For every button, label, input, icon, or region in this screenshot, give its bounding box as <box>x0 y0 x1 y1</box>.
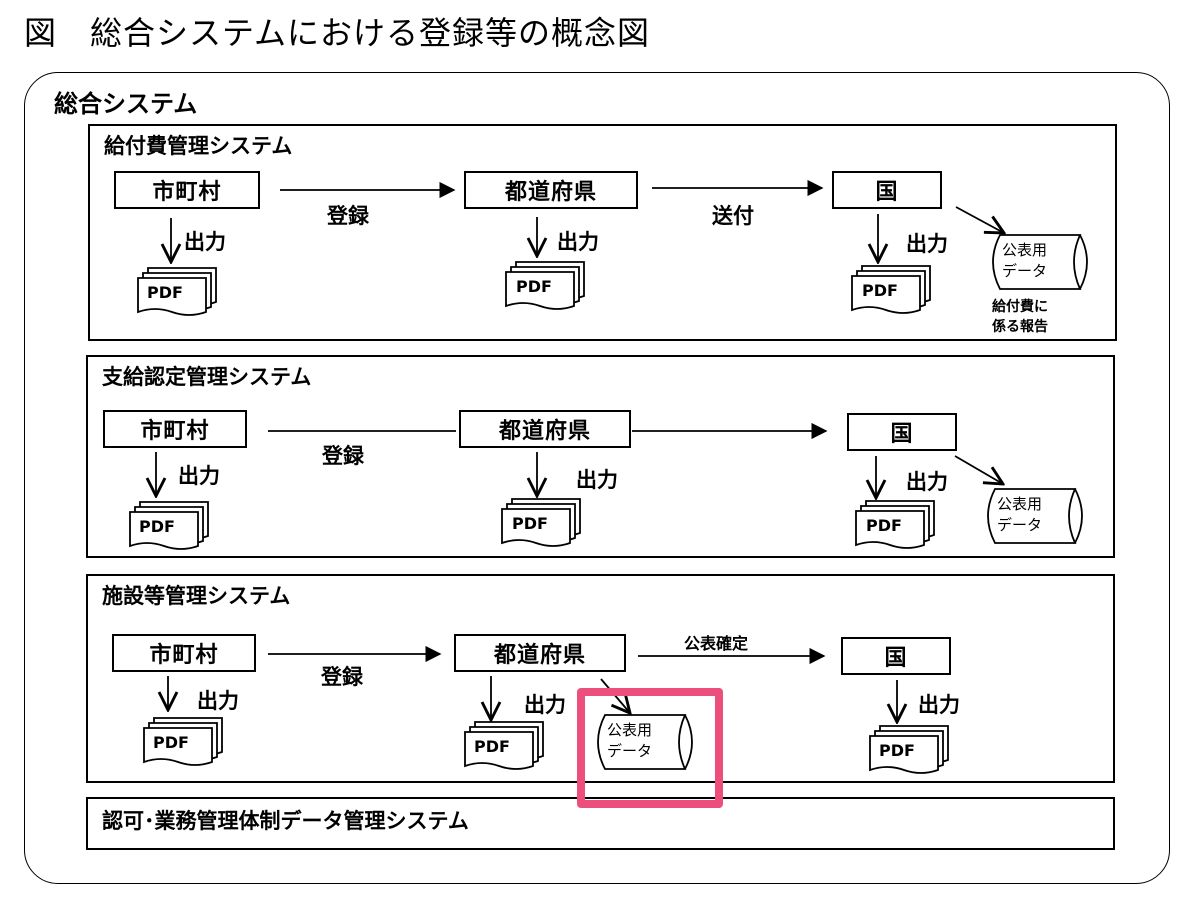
s2-register-label: 登録 <box>322 444 364 468</box>
s3-register-label: 登録 <box>321 665 363 689</box>
s2-country-node: 国 <box>847 413 957 451</box>
s3-confirm-label: 公表確定 <box>684 634 749 653</box>
benefit-cost-system-panel <box>88 124 1117 341</box>
s1-output-label-prefecture: 出力 <box>557 230 599 254</box>
s3-pdf-text-prefecture: PDF <box>474 737 510 756</box>
s2-pdf-text-municipality: PDF <box>139 517 175 536</box>
s1-pdf-text-prefecture: PDF <box>516 277 552 296</box>
s3-output-label-prefecture: 出力 <box>524 693 566 717</box>
s3-output-label-municipality: 出力 <box>197 689 239 713</box>
s1-output-label-municipality: 出力 <box>184 230 226 254</box>
s1-municipality-node: 市町村 <box>114 171 260 209</box>
s1-register-label: 登録 <box>327 204 369 228</box>
s1-pdf-text-country: PDF <box>862 281 898 300</box>
authorization-business-system-label: 認可･業務管理体制データ管理システム <box>102 809 469 833</box>
s3-pub-text-2: データ <box>607 742 653 760</box>
integrated-system-frame <box>24 72 1170 884</box>
s3-municipality-node: 市町村 <box>112 634 256 672</box>
s2-prefecture-node: 都道府県 <box>459 410 631 448</box>
s3-pub-text-1: 公表用 <box>607 721 653 739</box>
payment-certification-system-label: 支給認定管理システム <box>102 365 312 389</box>
s1-send-label: 送付 <box>712 204 754 228</box>
s2-output-label-country: 出力 <box>906 470 948 494</box>
benefit-cost-system-label: 給付費管理システム <box>104 134 293 158</box>
s1-public-data-note-line1: 給付費に <box>992 299 1048 315</box>
payment-certification-system-panel <box>86 355 1115 558</box>
s2-output-label-municipality: 出力 <box>178 464 220 488</box>
s2-output-label-prefecture: 出力 <box>576 468 618 492</box>
s2-pub-text-1: 公表用 <box>997 495 1043 513</box>
facility-management-system-label: 施設等管理システム <box>102 584 291 608</box>
s2-pdf-text-country: PDF <box>866 516 902 535</box>
s3-prefecture-node: 都道府県 <box>454 634 626 672</box>
s2-pdf-text-prefecture: PDF <box>512 514 548 533</box>
s3-output-label-country: 出力 <box>918 693 960 717</box>
s1-pdf-text-municipality: PDF <box>147 283 183 302</box>
s2-municipality-node: 市町村 <box>103 410 247 448</box>
s1-prefecture-node: 都道府県 <box>464 171 638 209</box>
s1-country-node: 国 <box>832 171 942 209</box>
s3-pdf-text-country: PDF <box>879 741 915 760</box>
integrated-system-label: 総合システム <box>54 90 198 118</box>
s1-pub-text-2: データ <box>1002 262 1048 280</box>
figure-title: 図 総合システムにおける登録等の概念図 <box>24 14 651 52</box>
s1-pub-text-1: 公表用 <box>1002 241 1048 259</box>
s3-country-node: 国 <box>841 637 951 675</box>
s1-public-data-note-line2: 係る報告 <box>992 319 1048 335</box>
s2-pub-text-2: データ <box>997 516 1043 534</box>
highlight-box <box>577 688 723 808</box>
s3-pdf-text-municipality: PDF <box>153 733 189 752</box>
s1-output-label-country: 出力 <box>906 232 948 256</box>
